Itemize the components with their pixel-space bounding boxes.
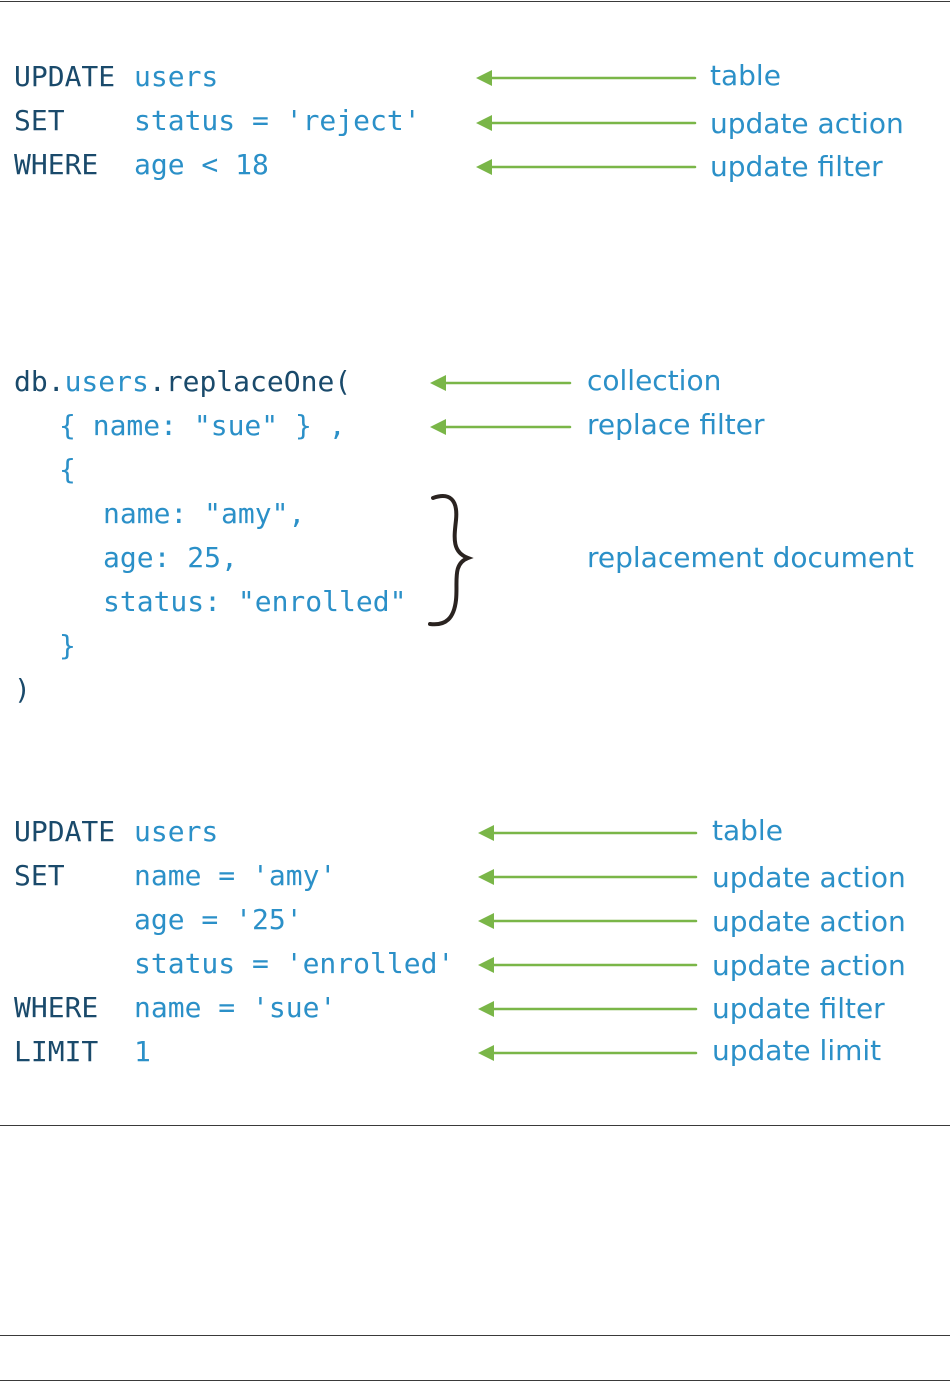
mongo-db-prefix: db. — [14, 365, 65, 398]
mongo-doc-close: } — [59, 629, 76, 662]
mongo-filter-line: { name: "sue" } , — [59, 409, 346, 442]
mongo-doc-status: status: "enrolled" — [103, 585, 407, 618]
arrow-table-icon — [476, 70, 697, 86]
label-table: table — [710, 59, 781, 92]
arrow-update-filter-icon — [476, 159, 697, 175]
arrow-update-action-icon — [476, 115, 697, 131]
sql2-keyword-update: UPDATE — [14, 815, 116, 848]
label2-update-filter: update filter — [712, 992, 885, 1025]
top-rule — [0, 1, 950, 2]
sql2-keyword-set: SET — [14, 859, 65, 892]
mongo-doc-name: name: "amy", — [103, 497, 306, 530]
label2-update-action-2: update action — [712, 905, 906, 938]
label2-table: table — [712, 814, 783, 847]
arrow-collection-icon — [430, 375, 572, 391]
sql-keyword-update: UPDATE — [14, 60, 116, 93]
curly-brace-icon — [428, 494, 474, 627]
sql2-value-where: name = 'sue' — [134, 991, 337, 1024]
label-update-action: update action — [710, 107, 904, 140]
sql2-value-age: age = '25' — [134, 903, 303, 936]
sql-keyword-set: SET — [14, 104, 65, 137]
mongo-doc-age: age: 25, — [103, 541, 238, 574]
sql2-value-limit: 1 — [134, 1035, 151, 1068]
arrow2-update-limit-icon — [478, 1045, 698, 1061]
sql-value-table: users — [134, 60, 219, 93]
label2-update-action-1: update action — [712, 861, 906, 894]
sql2-keyword-limit: LIMIT — [14, 1035, 99, 1068]
arrow2-table-icon — [478, 825, 698, 841]
arrow2-update-action-3-icon — [478, 957, 698, 973]
label-replacement-document: replacement document — [587, 541, 914, 574]
mongo-call-line: db.users.replaceOne( — [14, 368, 351, 396]
sql2-value-table: users — [134, 815, 219, 848]
sql-keyword-where: WHERE — [14, 148, 99, 181]
label-replace-filter: replace filter — [587, 408, 765, 441]
sql2-value-status: status = 'enrolled' — [134, 947, 455, 980]
sql2-value-name: name = 'amy' — [134, 859, 337, 892]
mongo-doc-open: { — [59, 453, 76, 486]
mongo-method: .replaceOne( — [148, 365, 352, 398]
label2-update-limit: update limit — [712, 1034, 882, 1067]
arrow2-update-action-2-icon — [478, 913, 698, 929]
label-collection: collection — [587, 364, 722, 397]
sql2-keyword-where: WHERE — [14, 991, 99, 1024]
middle-rule — [0, 1125, 950, 1126]
lower-rule — [0, 1335, 950, 1336]
bottom-rule — [0, 1380, 950, 1381]
label-update-filter: update filter — [710, 150, 883, 183]
mongo-call-close: ) — [14, 673, 31, 706]
label2-update-action-3: update action — [712, 949, 906, 982]
arrow2-update-action-1-icon — [478, 869, 698, 885]
arrow2-update-filter-icon — [478, 1001, 698, 1017]
sql-value-set: status = 'reject' — [134, 104, 421, 137]
mongo-collection: users — [64, 365, 149, 398]
sql-value-where: age < 18 — [134, 148, 269, 181]
arrow-replace-filter-icon — [430, 419, 572, 435]
